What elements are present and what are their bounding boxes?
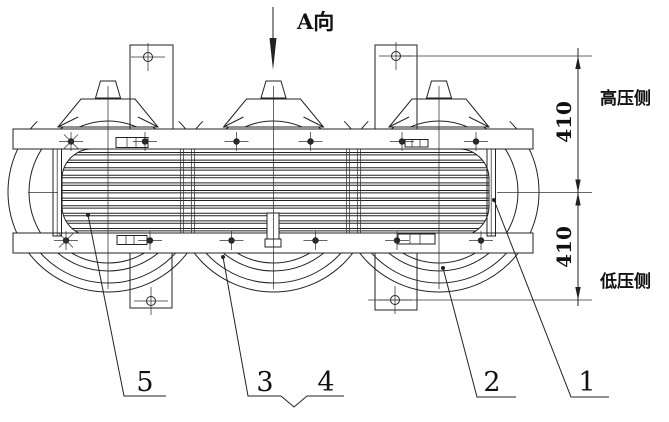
section-divider-lines xyxy=(180,149,361,236)
part-number-3: 3 xyxy=(256,367,273,398)
view-direction-arrow xyxy=(269,7,277,70)
part-number-5: 5 xyxy=(136,367,153,398)
right-flange xyxy=(486,148,496,237)
label-low-voltage-side: 低压侧 xyxy=(599,271,651,292)
top-beam xyxy=(12,128,534,150)
dimension-410-chain: 410 410 xyxy=(368,48,592,306)
beam-bolts xyxy=(53,131,494,251)
part-leader-3-4: 3 4 xyxy=(221,255,344,408)
dim-label-410-top: 410 xyxy=(552,101,576,143)
dim-label-410-bottom: 410 xyxy=(552,226,576,268)
clamp-plates xyxy=(115,137,436,245)
part-number-2: 2 xyxy=(483,367,500,398)
part-number-1: 1 xyxy=(578,367,595,398)
centerlines xyxy=(28,86,592,289)
part-leader-2: 2 xyxy=(441,266,516,398)
finned-tank-body xyxy=(61,148,490,237)
part-leaders: 5 3 4 2 1 xyxy=(86,198,609,408)
part-leader-1: 1 xyxy=(492,198,609,398)
view-direction-label: A向 xyxy=(296,9,334,34)
part-number-4: 4 xyxy=(317,367,334,398)
bracket-bottom-right xyxy=(374,252,418,311)
mounting-brackets xyxy=(129,41,418,316)
drain-fitting xyxy=(264,212,282,248)
label-high-voltage-side: 高压侧 xyxy=(600,88,651,109)
bracket-top-left xyxy=(129,44,174,130)
part-leader-5: 5 xyxy=(86,213,166,398)
